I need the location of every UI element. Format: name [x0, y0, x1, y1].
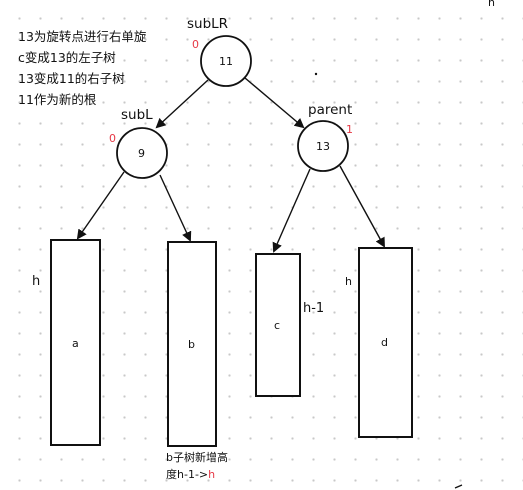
b-growth-note-highlight: h [208, 468, 216, 481]
edge-13-to-c [272, 168, 311, 253]
note-line: c变成13的左子树 [18, 50, 116, 65]
note-line: 13变成11的右子树 [18, 71, 125, 86]
edge-9-to-b [159, 174, 192, 242]
subtree-c [255, 253, 301, 397]
subtree-d-name: d [381, 336, 388, 349]
b-growth-note-prefix: 度h-1-> [166, 468, 209, 481]
subtree-d-height: h [345, 275, 352, 288]
edge-11-to-13 [244, 77, 305, 129]
subtree-a-height: h [32, 274, 41, 289]
edge-11-to-9 [155, 79, 209, 129]
subl-value: 9 [138, 147, 145, 160]
subtree-d [358, 247, 413, 438]
b-growth-note-line1: b子树新增高 [166, 451, 228, 464]
subtree-a [50, 239, 101, 446]
parent-label: parent [308, 102, 353, 118]
subl-label: subL [121, 107, 153, 123]
subtree-b-name: b [188, 338, 195, 351]
subtree-c-name: c [274, 319, 281, 332]
note-line: 11作为新的根 [18, 92, 97, 107]
corner-cursor-mark [454, 484, 463, 489]
parent-value: 13 [316, 140, 330, 153]
sublr-label: subLR [187, 16, 229, 32]
node-subl [116, 127, 168, 179]
note-line: 13为旋转点进行右单旋 [18, 29, 147, 44]
subtree-c-height: h-1 [303, 301, 325, 316]
subtree-b [167, 241, 217, 447]
stray-dot [314, 72, 318, 76]
b-growth-note-line2: 度h-1->h [166, 469, 215, 480]
parent-balance-factor: 1 [346, 123, 353, 136]
corner-mark: h [488, 0, 495, 9]
node-parent [297, 120, 349, 172]
node-sublr [200, 35, 252, 87]
edge-13-to-d [339, 165, 385, 248]
subtree-a-name: a [72, 337, 79, 350]
rotation-notes: 13为旋转点进行右单旋 c变成13的左子树 13变成11的右子树 11作为新的根 [18, 26, 146, 110]
edge-9-to-a [76, 171, 125, 240]
sublr-value: 11 [219, 55, 233, 68]
subl-balance-factor: 0 [109, 132, 116, 145]
sublr-balance-factor: 0 [192, 38, 199, 51]
